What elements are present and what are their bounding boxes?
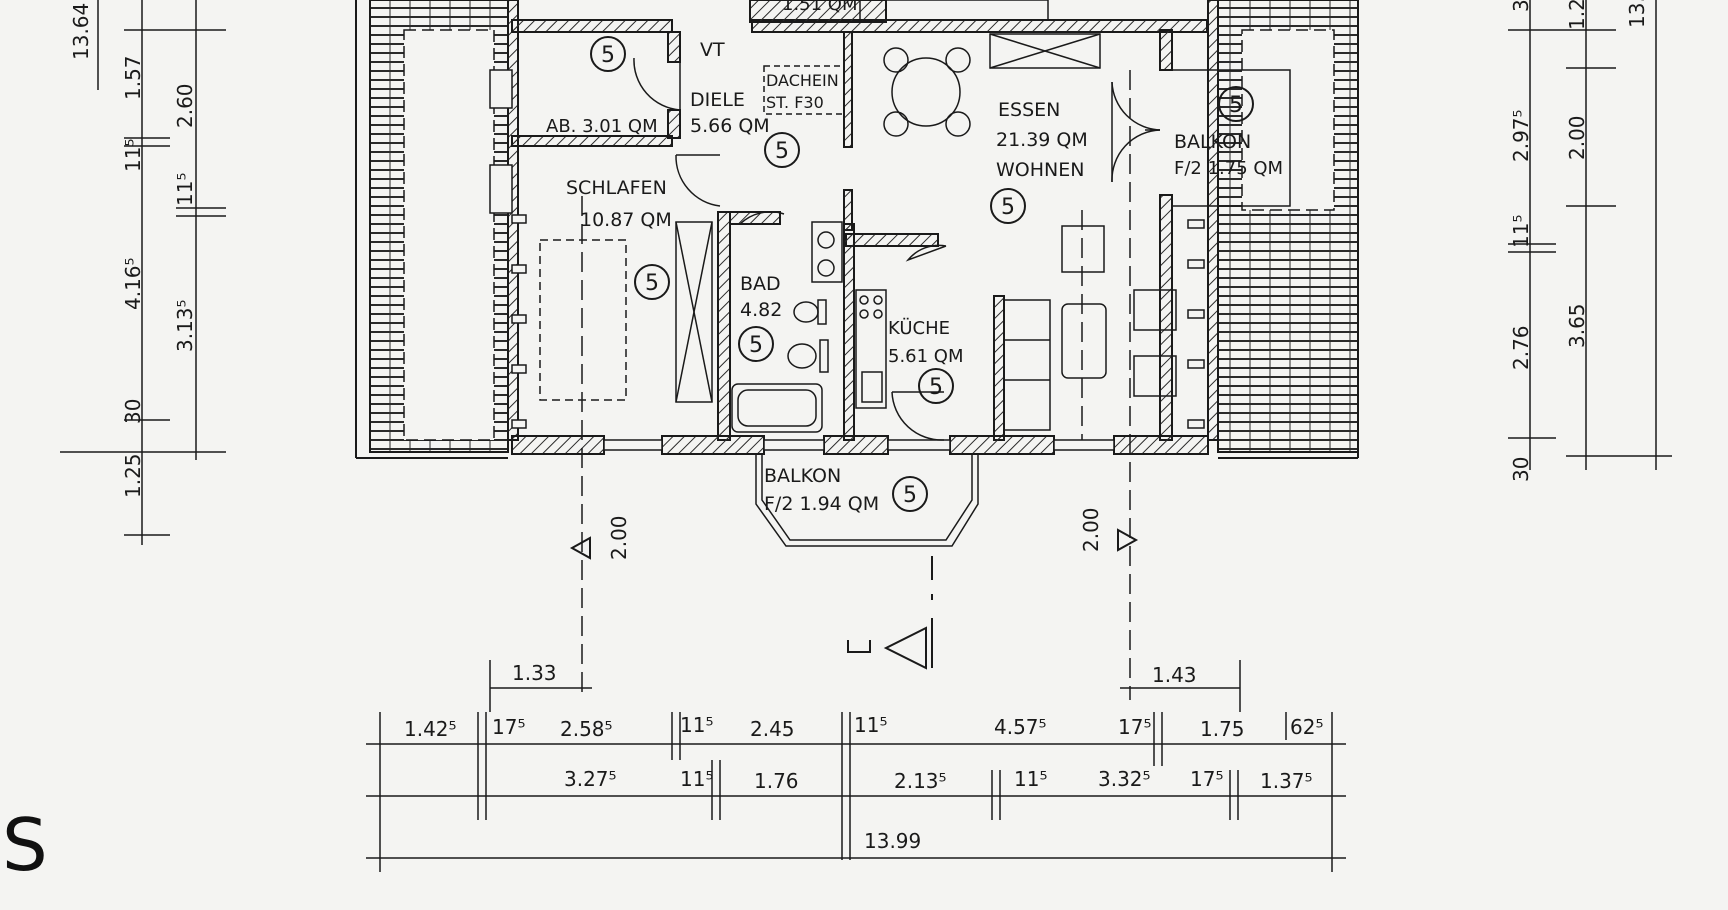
vt-label: VT xyxy=(700,39,725,61)
dim-bottom-10: 62⁵ xyxy=(1290,715,1323,739)
marker-text: 5 xyxy=(775,139,789,164)
section-markers xyxy=(569,528,1139,670)
dachein-line2: ST. F30 xyxy=(766,93,824,112)
balkon-right-name: BALKON xyxy=(1174,131,1251,153)
roof-hatching xyxy=(355,0,1359,459)
left-dimension-labels: 13.64 1.57 2.60 11⁵ 11⁵ 4.16⁵ 3.13⁵ 30 1… xyxy=(69,3,197,498)
dim-left-h: 1.25 xyxy=(121,453,145,498)
dim-bottom-top-left: 1.33 xyxy=(512,661,557,685)
section-lines xyxy=(581,70,1131,700)
dachein-line1: DACHEIN xyxy=(766,71,839,90)
dim-bottom-r2-5: 11⁵ xyxy=(1014,767,1047,791)
section-height-left: 2.00 xyxy=(607,515,631,560)
dim-bottom-r2-8: 1.37⁵ xyxy=(1260,769,1313,793)
dim-bottom-r2-4: 2.13⁵ xyxy=(894,769,947,793)
dim-left-b: 2.60 xyxy=(173,83,197,128)
dim-bottom-4: 11⁵ xyxy=(680,713,713,737)
sheet-letter: S xyxy=(2,803,48,887)
dim-bottom-total: 13.99 xyxy=(864,829,921,853)
furniture xyxy=(539,0,1177,433)
bottom-dimension-labels: 1.42⁵ 17⁵ 2.58⁵ 11⁵ 2.45 11⁵ 4.57⁵ 17⁵ 1… xyxy=(404,661,1323,853)
marker-text: 5 xyxy=(645,271,659,296)
door-swings xyxy=(633,57,1161,441)
dim-left-e: 4.16⁵ xyxy=(121,257,145,310)
right-dimension-lines xyxy=(1508,0,1672,470)
dim-bottom-r2-7: 17⁵ xyxy=(1190,767,1223,791)
dim-left-overall: 13.64 xyxy=(69,3,93,60)
dim-left-a: 1.57 xyxy=(121,55,145,100)
dim-bottom-6: 11⁵ xyxy=(854,713,887,737)
balconies xyxy=(755,69,1291,547)
marker-text: 5 xyxy=(749,333,763,358)
bottom-dimension-lines xyxy=(366,660,1346,872)
marker-text: 5 xyxy=(1229,93,1243,118)
marker-text: 5 xyxy=(929,375,943,400)
room-labels: 1.51 QM VT DIELE 5.66 QM DACHEIN ST. F30… xyxy=(546,0,1283,515)
marker-text: 5 xyxy=(1001,195,1015,220)
dim-left-d: 11⁵ xyxy=(173,173,197,206)
balkon-right-area: F/2 1.75 QM xyxy=(1174,158,1283,179)
essen-area: 21.39 QM xyxy=(996,129,1088,151)
dim-left-f: 3.13⁵ xyxy=(173,299,197,352)
kueche-name: KÜCHE xyxy=(888,317,950,339)
dim-bottom-3: 2.58⁵ xyxy=(560,717,613,741)
dim-bottom-top-right: 1.43 xyxy=(1152,663,1197,687)
kueche-area: 5.61 QM xyxy=(888,346,964,367)
wohnen-name: WOHNEN xyxy=(996,159,1084,181)
dim-bottom-r2-6: 3.32⁵ xyxy=(1098,767,1151,791)
diele-name: DIELE xyxy=(690,89,745,111)
bad-area: 4.82 xyxy=(740,299,782,321)
room-marker-numbers: 5 5 5 5 5 5 5 5 xyxy=(601,43,1243,508)
schlafen-name: SCHLAFEN xyxy=(566,177,667,199)
dim-bottom-r2-2: 11⁵ xyxy=(680,767,713,791)
dim-right-overall: 13.6 xyxy=(1625,0,1649,28)
right-dimension-labels: 30 1.24 13.6 2.97⁵ 2.00 11⁵ 2.76 3.65 30 xyxy=(1509,0,1649,482)
diele-area: 5.66 QM xyxy=(690,115,770,137)
dim-bottom-8: 17⁵ xyxy=(1118,715,1151,739)
balkon-bottom-area: F/2 1.94 QM xyxy=(764,493,879,515)
balkon-bottom-name: BALKON xyxy=(764,465,841,487)
dim-bottom-1: 1.42⁵ xyxy=(404,717,457,741)
left-dimension-lines xyxy=(60,0,226,545)
essen-name: ESSEN xyxy=(998,99,1060,121)
dim-right-e: 2.76 xyxy=(1509,325,1533,370)
dim-bottom-9: 1.75 xyxy=(1200,717,1245,741)
dim-bottom-7: 4.57⁵ xyxy=(994,715,1047,739)
bad-name: BAD xyxy=(740,273,781,295)
windows xyxy=(489,69,1205,451)
marker-text: 5 xyxy=(903,483,917,508)
ab-area: AB. 3.01 QM xyxy=(546,116,658,137)
dim-right-f: 3.65 xyxy=(1565,303,1589,348)
dim-right-g: 30 xyxy=(1509,457,1533,482)
room-markers xyxy=(590,36,1254,512)
section-height-right: 2.00 xyxy=(1079,507,1103,552)
dim-left-c: 11⁵ xyxy=(121,139,145,172)
dim-right-a: 1.24 xyxy=(1565,0,1589,30)
dim-bottom-5: 2.45 xyxy=(750,717,795,741)
dim-left-g: 30 xyxy=(121,399,145,424)
top-partial-area: 1.51 QM xyxy=(782,0,858,15)
dim-right-c: 2.00 xyxy=(1565,115,1589,160)
dim-right-g-top: 30 xyxy=(1509,0,1533,12)
dim-bottom-r2-3: 1.76 xyxy=(754,769,799,793)
schlafen-area: 10.87 QM xyxy=(580,209,672,231)
dim-right-d: 11⁵ xyxy=(1509,215,1533,248)
dim-bottom-2: 17⁵ xyxy=(492,715,525,739)
dim-right-b: 2.97⁵ xyxy=(1509,109,1533,162)
dim-bottom-r2-1: 3.27⁵ xyxy=(564,767,617,791)
marker-text: 5 xyxy=(601,43,615,68)
